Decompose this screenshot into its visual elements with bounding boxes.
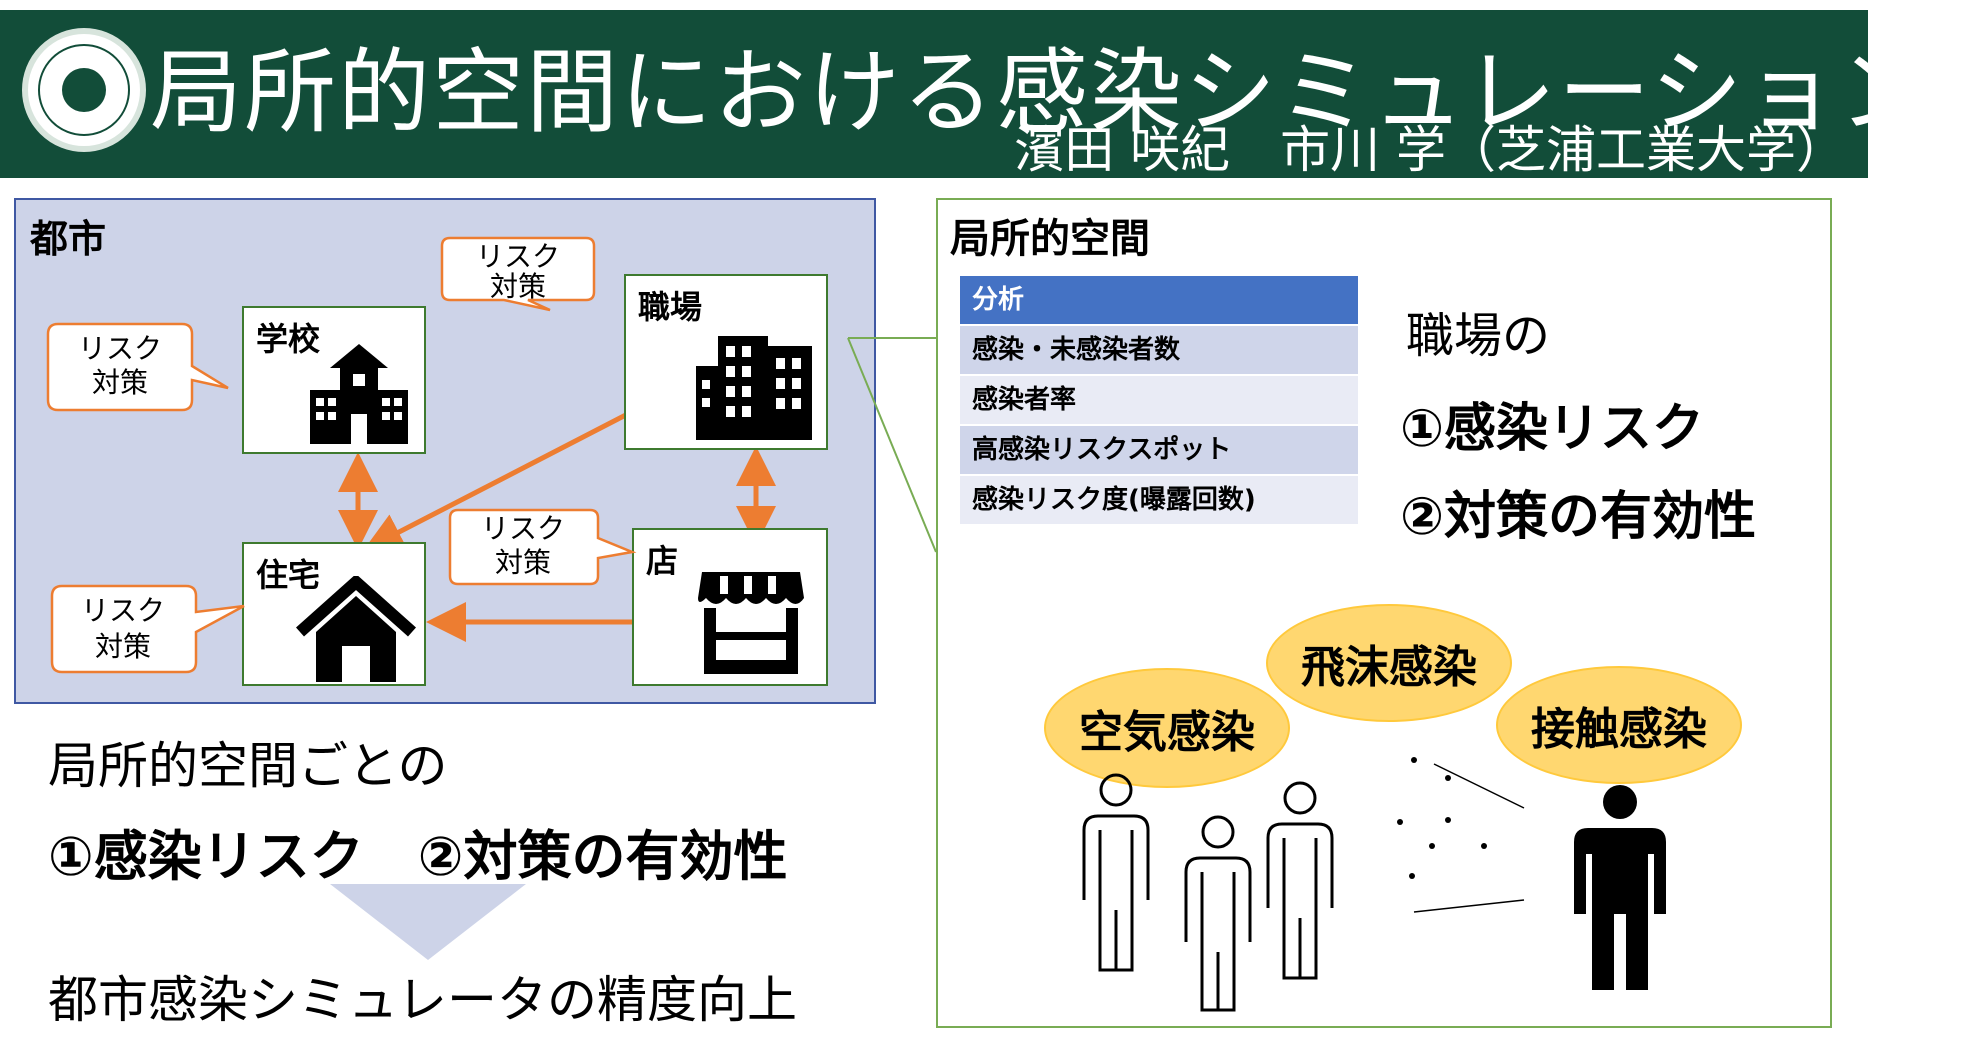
store-icon bbox=[698, 572, 804, 674]
shop-box: 店 bbox=[632, 528, 828, 686]
risk-callout-school: リスク 対策 bbox=[46, 322, 230, 412]
analysis-table-row: 感染・未感染者数 bbox=[960, 326, 1358, 374]
workplace-box: 職場 bbox=[624, 274, 828, 450]
airborne-infection-bubble: 空気感染 bbox=[1044, 668, 1290, 788]
school-icon bbox=[310, 344, 408, 444]
risk-callout-shop: リスク 対策 bbox=[448, 508, 637, 588]
analysis-table-row: 感染リスク度(曝露回数) bbox=[960, 476, 1358, 524]
workplace-label: 職場 bbox=[638, 288, 703, 326]
home-box: 住宅 bbox=[242, 542, 426, 686]
local-each-text: 局所的空間ごとの bbox=[48, 737, 448, 795]
callout-text-line2: 対策 bbox=[494, 546, 551, 579]
analysis-table-row: 感染者率 bbox=[960, 376, 1358, 424]
workplace-countermeasure-effectiveness: ②対策の有効性 bbox=[1400, 487, 1757, 547]
person-filled-icon bbox=[1574, 785, 1666, 990]
analysis-table-row: 高感染リスクスポット bbox=[960, 426, 1358, 474]
analysis-table-header: 分析 bbox=[960, 276, 1358, 324]
city-label: 都市 bbox=[30, 217, 107, 261]
school-label: 学校 bbox=[256, 320, 321, 358]
result-text: 都市感染シミュレータの精度向上 bbox=[48, 971, 797, 1029]
droplet-infection-bubble: 飛沫感染 bbox=[1266, 604, 1512, 722]
callout-text-line1: リスク bbox=[475, 240, 560, 273]
home-label: 住宅 bbox=[256, 556, 321, 594]
callout-text-line1: リスク bbox=[480, 512, 565, 545]
droplets-icon bbox=[1397, 757, 1525, 913]
office-buildings-icon bbox=[696, 336, 812, 440]
local-space-label: 局所的空間 bbox=[950, 216, 1150, 262]
shop-label: 店 bbox=[646, 542, 679, 580]
school-box: 学校 bbox=[242, 306, 426, 454]
people-outline-group-icon bbox=[1082, 773, 1334, 1012]
contact-infection-bubble: 接触感染 bbox=[1496, 666, 1742, 784]
risk-callout-home: リスク 対策 bbox=[50, 584, 246, 676]
university-logo bbox=[22, 28, 146, 152]
workplace-infection-risk: ①感染リスク bbox=[1400, 399, 1705, 459]
authors: 濱田 咲紀 市川 学（芝浦工業大学） bbox=[1014, 121, 1846, 179]
risk-effectiveness-line: ①感染リスク ②対策の有効性 bbox=[48, 825, 788, 888]
down-triangle-arrow bbox=[330, 884, 526, 960]
workplace-of-text: 職場の bbox=[1406, 308, 1551, 364]
header-bar bbox=[0, 10, 1868, 178]
risk-callout-workplace: リスク 対策 bbox=[440, 236, 596, 312]
callout-text-line1: リスク bbox=[77, 332, 162, 365]
house-icon bbox=[296, 576, 416, 682]
callout-text-line2: 対策 bbox=[94, 630, 151, 663]
callout-text-line2: 対策 bbox=[489, 270, 546, 303]
callout-text-line2: 対策 bbox=[91, 366, 148, 399]
page-title: 局所的空間における感染シミュレーション bbox=[150, 39, 1933, 146]
callout-text-line1: リスク bbox=[80, 594, 165, 627]
zoom-connector-2 bbox=[847, 337, 937, 553]
